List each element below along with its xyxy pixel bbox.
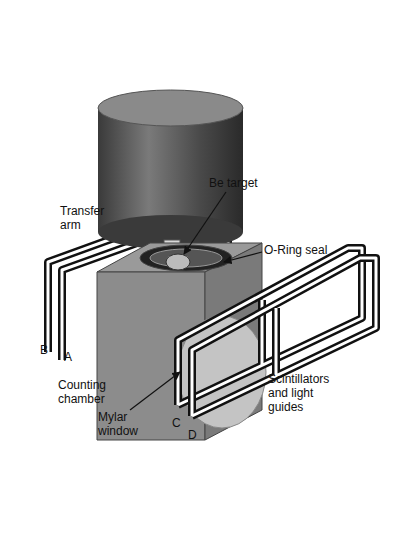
part-label: Counting chamber bbox=[58, 378, 118, 406]
part-label: Mylar window bbox=[98, 410, 144, 438]
part-label: Transfer arm bbox=[60, 204, 116, 232]
scintillator-letter: B bbox=[40, 343, 48, 357]
part-label: Scintillators and light guides bbox=[268, 372, 348, 414]
scintillator-letter: A bbox=[64, 350, 72, 364]
scintillator-letter: D bbox=[188, 428, 197, 442]
part-label: Be target bbox=[209, 176, 258, 190]
scintillator-frames-right bbox=[178, 248, 376, 416]
part-label: O-Ring seal bbox=[264, 243, 327, 257]
scintillator-letter: C bbox=[172, 416, 181, 430]
leader-lines bbox=[130, 192, 262, 410]
